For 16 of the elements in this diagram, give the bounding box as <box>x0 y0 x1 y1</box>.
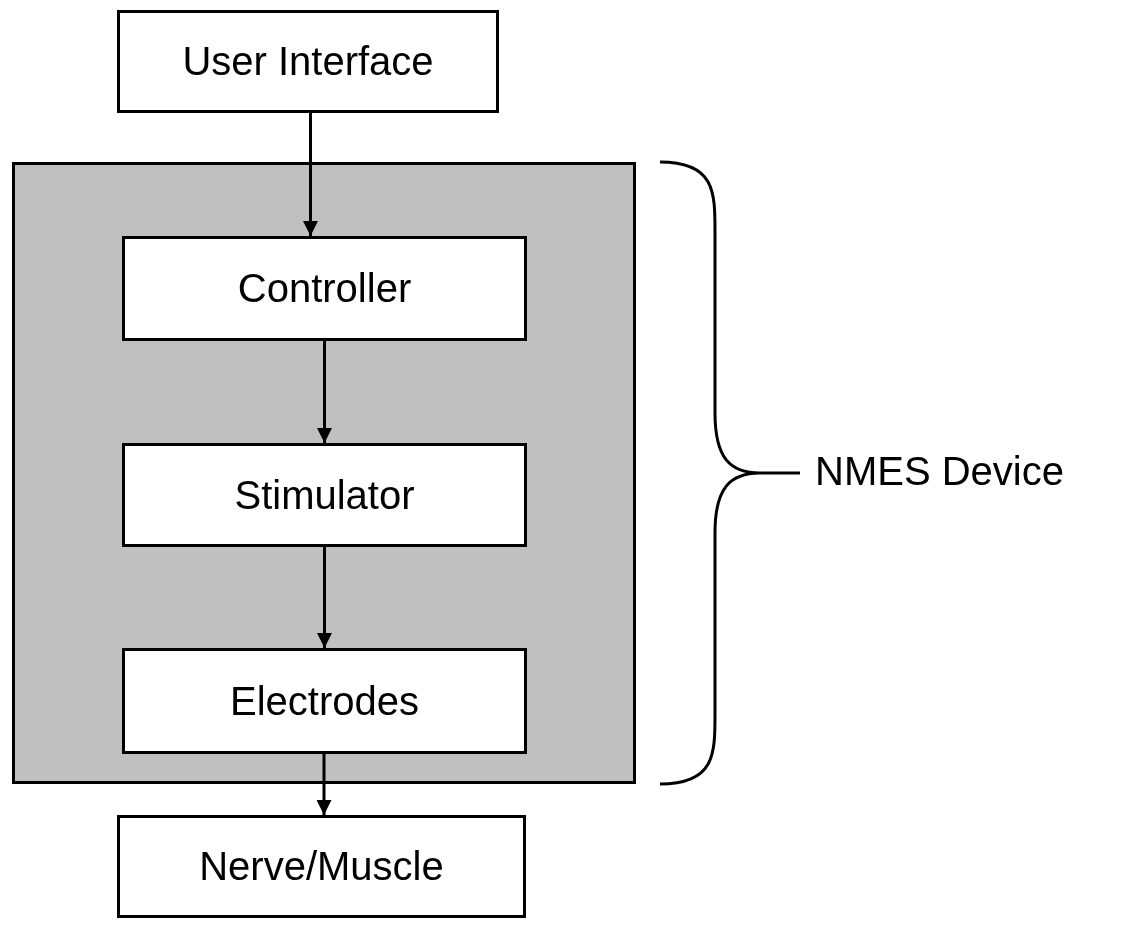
arrow <box>317 341 332 443</box>
process-box <box>122 443 527 547</box>
process-box <box>122 236 527 341</box>
node-label: Stimulator <box>234 472 415 518</box>
arrow <box>303 113 318 236</box>
process-box <box>117 815 526 918</box>
process-box <box>122 648 527 754</box>
node-label: User Interface <box>182 39 434 84</box>
node-label: Electrodes <box>230 678 419 724</box>
node-label: Controller <box>237 266 412 311</box>
group-label: NMES Device <box>815 449 1064 494</box>
process-box <box>117 10 499 113</box>
arrow <box>316 754 332 815</box>
device-panel <box>12 162 636 784</box>
node-label: Nerve/Muscle <box>199 844 444 889</box>
arrow <box>317 547 332 648</box>
